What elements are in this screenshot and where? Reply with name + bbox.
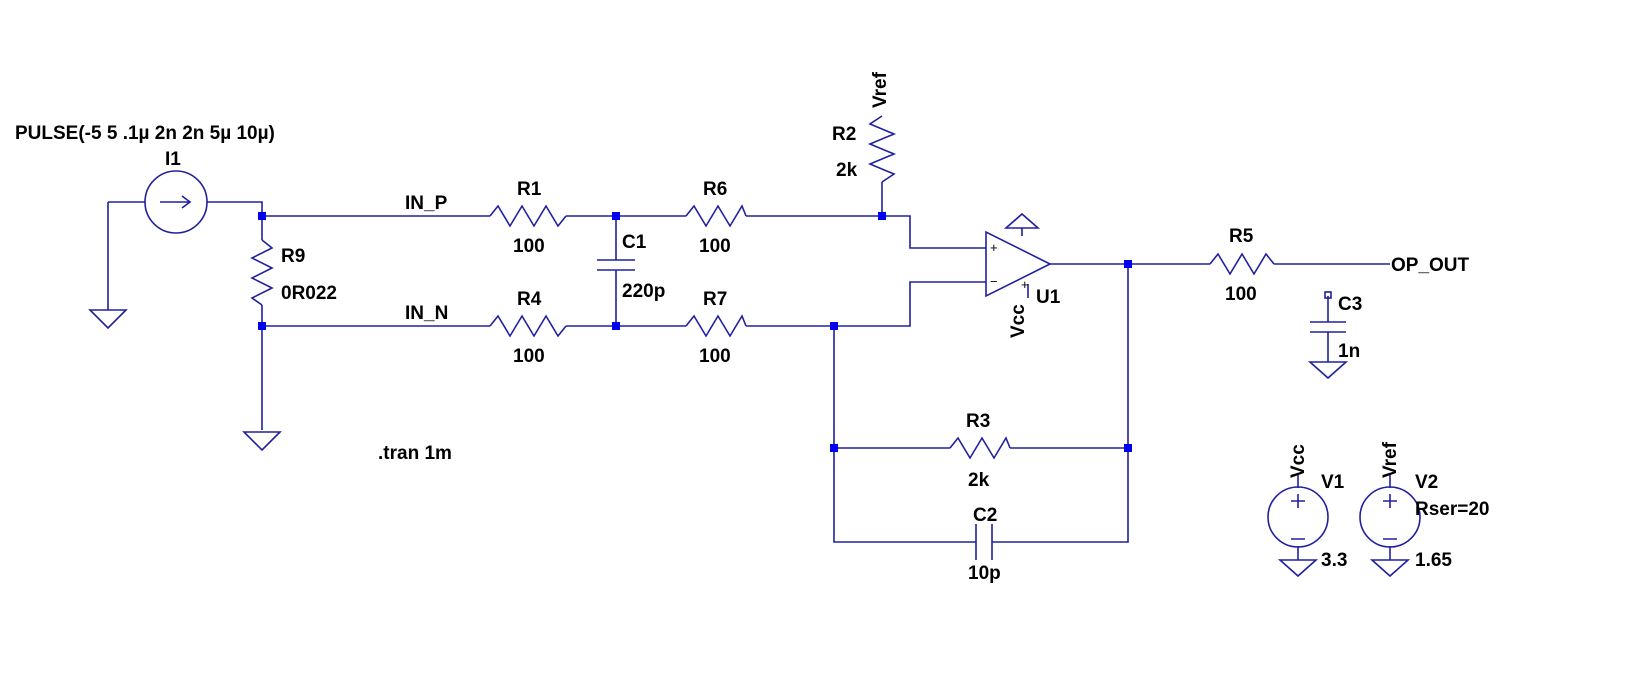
resistor-r7-icon[interactable] [685,314,747,338]
junction-dot [830,444,838,452]
resistor-r2-icon[interactable] [867,115,897,183]
wire-i1-node [207,201,263,216]
v2-param[interactable]: Rser=20 [1415,499,1489,520]
r1-name[interactable]: R1 [517,179,542,200]
wires [107,182,1391,560]
wire-c2-loop [833,264,1129,543]
resistor-r3-icon[interactable] [949,436,1011,460]
resistor-r9-icon[interactable] [250,239,274,306]
r2-name[interactable]: R2 [832,124,856,145]
spice-directive[interactable]: .tran 1m [378,443,452,464]
resistors [250,115,1275,460]
wire-r7-minus [746,281,986,327]
voltage-source-icon [1267,486,1329,548]
v1-net-label[interactable]: Vcc [1288,444,1309,478]
resistor-r5-icon[interactable] [1209,252,1275,276]
i1-value[interactable]: PULSE(-5 5 .1µ 2n 2n 5µ 10µ) [15,123,275,144]
current-source-icon [144,170,208,234]
pin-marker [1324,291,1332,299]
ground-icon [1369,559,1411,578]
c1-name[interactable]: C1 [622,232,647,253]
r9-name[interactable]: R9 [281,246,305,267]
ground-icon [1003,212,1041,229]
capacitors [597,259,1346,560]
r3-name[interactable]: R3 [966,411,990,432]
ground-icon [242,431,282,452]
junction-dot [1124,444,1132,452]
r7-value[interactable]: 100 [699,346,731,367]
v2-value[interactable]: 1.65 [1415,550,1452,571]
net-label-in-n[interactable]: IN_N [405,303,448,324]
junctions [258,212,1332,452]
c2-value[interactable]: 10p [968,563,1001,584]
ground-icon [1307,361,1349,380]
wire-r6-plus [746,215,986,249]
junction-dot [258,322,266,330]
r2-value[interactable]: 2k [836,160,858,181]
opamp-u1[interactable]: + − + [985,230,1052,298]
r1-value[interactable]: 100 [513,236,545,257]
junction-dot [878,212,886,220]
net-label-in-p[interactable]: IN_P [405,193,448,214]
junction-dot [612,322,620,330]
resistor-r1-icon[interactable] [489,204,567,228]
junction-dot [830,322,838,330]
net-label-vref-r2[interactable]: Vref [870,71,891,108]
i1-name[interactable]: I1 [165,149,181,170]
grounds [88,212,1411,578]
opamp-supply-plus-sign: + [1021,277,1029,292]
r6-name[interactable]: R6 [703,179,727,200]
voltage-source-icon [1359,486,1421,548]
wire-u1-supply [1021,228,1029,298]
capacitor-c3-icon[interactable] [1310,321,1346,333]
r4-name[interactable]: R4 [517,289,542,310]
r6-value[interactable]: 100 [699,236,731,257]
wire-i1-ground [107,201,145,310]
net-label-op-out[interactable]: OP_OUT [1391,255,1470,276]
c2-name[interactable]: C2 [973,505,997,526]
polarity-icon [1291,494,1305,540]
opamp-plus-sign: + [990,240,998,255]
ground-icon [88,309,128,330]
resistor-r4-icon[interactable] [489,314,567,338]
r5-value[interactable]: 100 [1225,284,1257,305]
v2-name[interactable]: V2 [1415,472,1438,493]
opamp-minus-sign: − [990,274,998,289]
r4-value[interactable]: 100 [513,346,545,367]
junction-dot [258,212,266,220]
v1-name[interactable]: V1 [1321,472,1345,493]
c3-value[interactable]: 1n [1338,341,1360,362]
r9-value[interactable]: 0R022 [281,283,337,304]
current-source-i1[interactable] [144,170,208,234]
capacitor-c2-icon[interactable] [975,524,993,560]
r3-value[interactable]: 2k [968,470,990,491]
v1-value[interactable]: 3.3 [1321,550,1347,571]
resistor-r6-icon[interactable] [685,204,747,228]
voltage-source-v2[interactable] [1359,486,1421,548]
polarity-icon [1383,494,1397,540]
arrow-right-icon [160,195,192,209]
u1-supply-label[interactable]: Vcc [1008,304,1029,338]
capacitor-c1-icon[interactable] [597,259,635,271]
opamp-icon [985,230,1052,298]
r5-name[interactable]: R5 [1229,226,1254,247]
labels: PULSE(-5 5 .1µ 2n 2n 5µ 10µ) I1 IN_P IN_… [15,71,1489,584]
c3-name[interactable]: C3 [1338,294,1362,315]
ground-icon [1277,559,1319,578]
voltage-source-v1[interactable] [1267,486,1329,548]
r7-name[interactable]: R7 [703,289,727,310]
c1-value[interactable]: 220p [622,281,665,302]
v2-net-label[interactable]: Vref [1380,441,1401,478]
junction-dot [1124,260,1132,268]
junction-dot [612,212,620,220]
u1-name[interactable]: U1 [1036,287,1061,308]
